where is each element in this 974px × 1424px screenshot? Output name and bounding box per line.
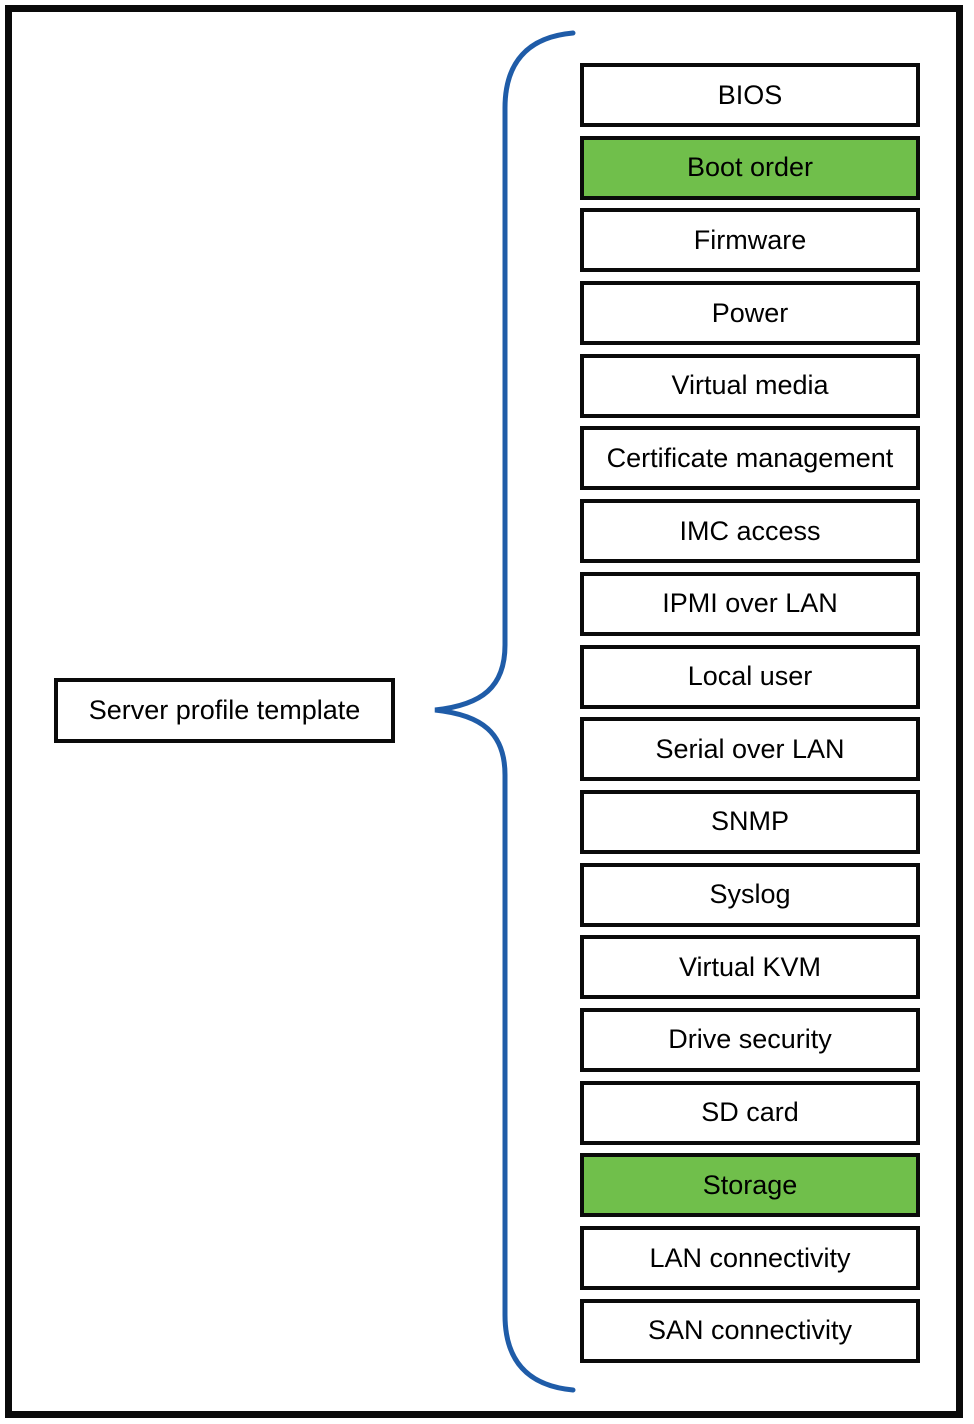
- policy-box-drive-security: Drive security: [580, 1007, 920, 1072]
- policy-label: Storage: [702, 1169, 798, 1200]
- policy-box-san-connectivity: SAN connectivity: [580, 1298, 920, 1363]
- policy-label: Virtual media: [671, 370, 829, 401]
- policy-label: IMC access: [679, 515, 821, 546]
- policy-box-syslog: Syslog: [580, 862, 920, 927]
- policy-box-firmware: Firmware: [580, 208, 920, 273]
- policy-label: Syslog: [709, 879, 791, 910]
- policy-box-storage: Storage: [580, 1153, 920, 1218]
- server-profile-template-box: Server profile template: [54, 678, 395, 743]
- policy-box-snmp: SNMP: [580, 789, 920, 854]
- policy-box-ipmi-over-lan: IPMI over LAN: [580, 571, 920, 636]
- policy-label: BIOS: [717, 79, 783, 110]
- policy-box-local-user: Local user: [580, 644, 920, 709]
- policy-label: Serial over LAN: [655, 733, 845, 764]
- policy-box-virtual-kvm: Virtual KVM: [580, 935, 920, 1000]
- policy-label: Certificate management: [606, 442, 894, 473]
- policy-box-certificate-management: Certificate management: [580, 426, 920, 491]
- policy-label: Local user: [687, 661, 813, 691]
- policy-label: LAN connectivity: [649, 1242, 851, 1273]
- policy-label: Virtual KVM: [678, 951, 822, 982]
- policy-box-sd-card: SD card: [580, 1080, 920, 1145]
- policy-box-imc-access: IMC access: [580, 499, 920, 564]
- server-profile-template-label: Server profile template: [88, 695, 361, 725]
- policy-label: SD card: [701, 1097, 799, 1128]
- policy-label: Firmware: [693, 224, 807, 255]
- policy-label: SAN connectivity: [647, 1315, 853, 1346]
- policy-box-serial-over-lan: Serial over LAN: [580, 717, 920, 782]
- policy-box-lan-connectivity: LAN connectivity: [580, 1226, 920, 1290]
- policy-box-bios: BIOS: [580, 63, 920, 127]
- policy-label: Boot order: [686, 152, 814, 183]
- policy-label: Drive security: [668, 1024, 832, 1055]
- policy-box-power: Power: [580, 281, 920, 346]
- policy-label: SNMP: [710, 806, 789, 837]
- policy-label: Power: [711, 297, 789, 328]
- policy-box-virtual-media: Virtual media: [580, 353, 920, 418]
- policy-label: IPMI over LAN: [662, 588, 838, 619]
- policy-box-boot-order: Boot order: [580, 135, 920, 200]
- diagram-outer-border: [5, 5, 963, 1418]
